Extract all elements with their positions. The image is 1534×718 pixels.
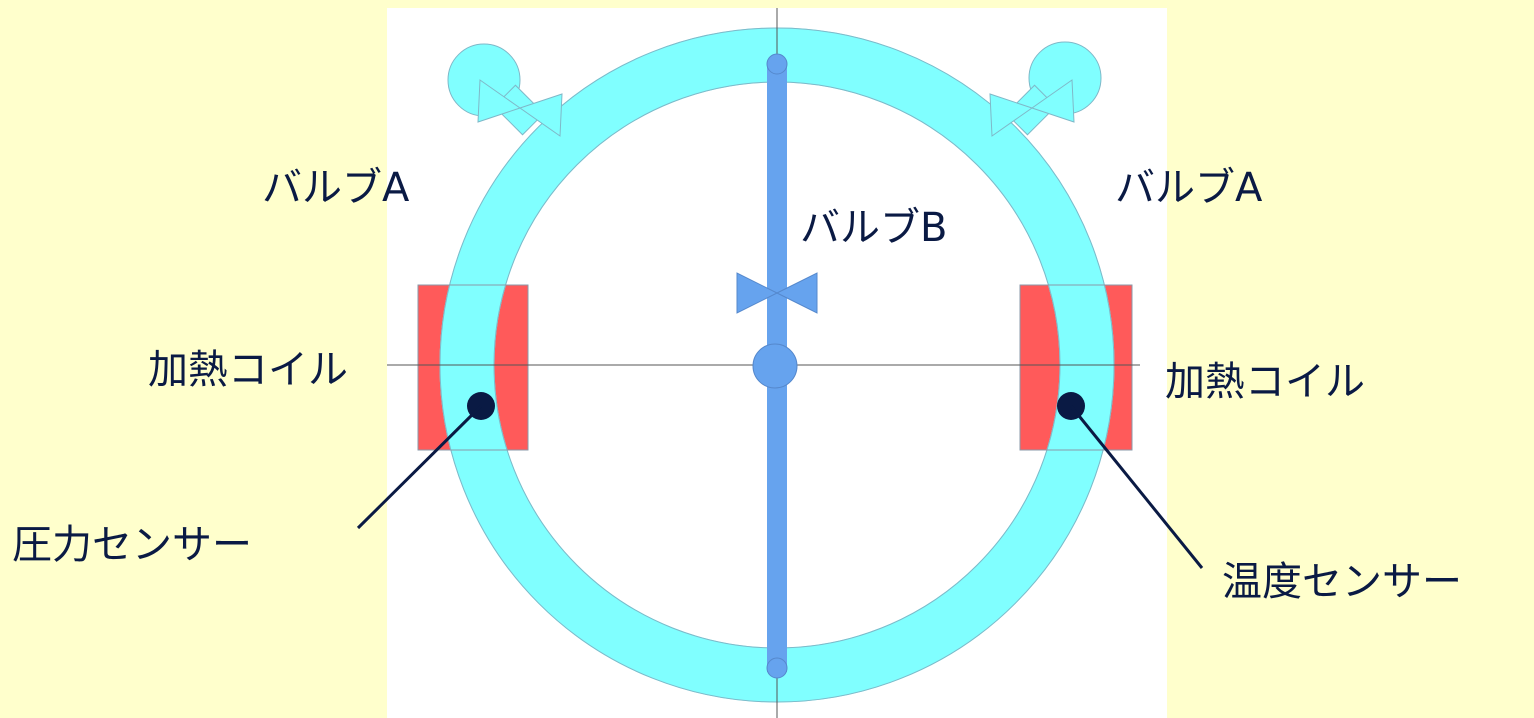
- coil-outline-right: [1019, 284, 1133, 451]
- valve-b-symbol: [736, 272, 818, 314]
- pressure-sensor-leader: [356, 404, 483, 530]
- temperature-sensor-label: 温度センサー: [1222, 559, 1462, 605]
- valve-a-left-label: バルブA: [262, 165, 410, 211]
- valve-b-label: バルブB: [800, 205, 948, 251]
- valve-a-right-assembly: [989, 41, 1102, 137]
- valve-a-right-label: バルブA: [1115, 165, 1263, 211]
- pipe-top-joint: [766, 53, 788, 75]
- pipe-bottom-joint: [766, 657, 788, 679]
- pressure-sensor-label: 圧力センサー: [12, 522, 252, 568]
- pipe-center-joint: [752, 343, 798, 389]
- temperature-sensor-leader: [1069, 405, 1204, 569]
- heating-coil-right-label: 加熱コイル: [1165, 359, 1365, 405]
- valve-a-left-assembly: [447, 43, 563, 137]
- coil-outline-left: [417, 284, 529, 451]
- heating-coil-left-label: 加熱コイル: [148, 347, 348, 393]
